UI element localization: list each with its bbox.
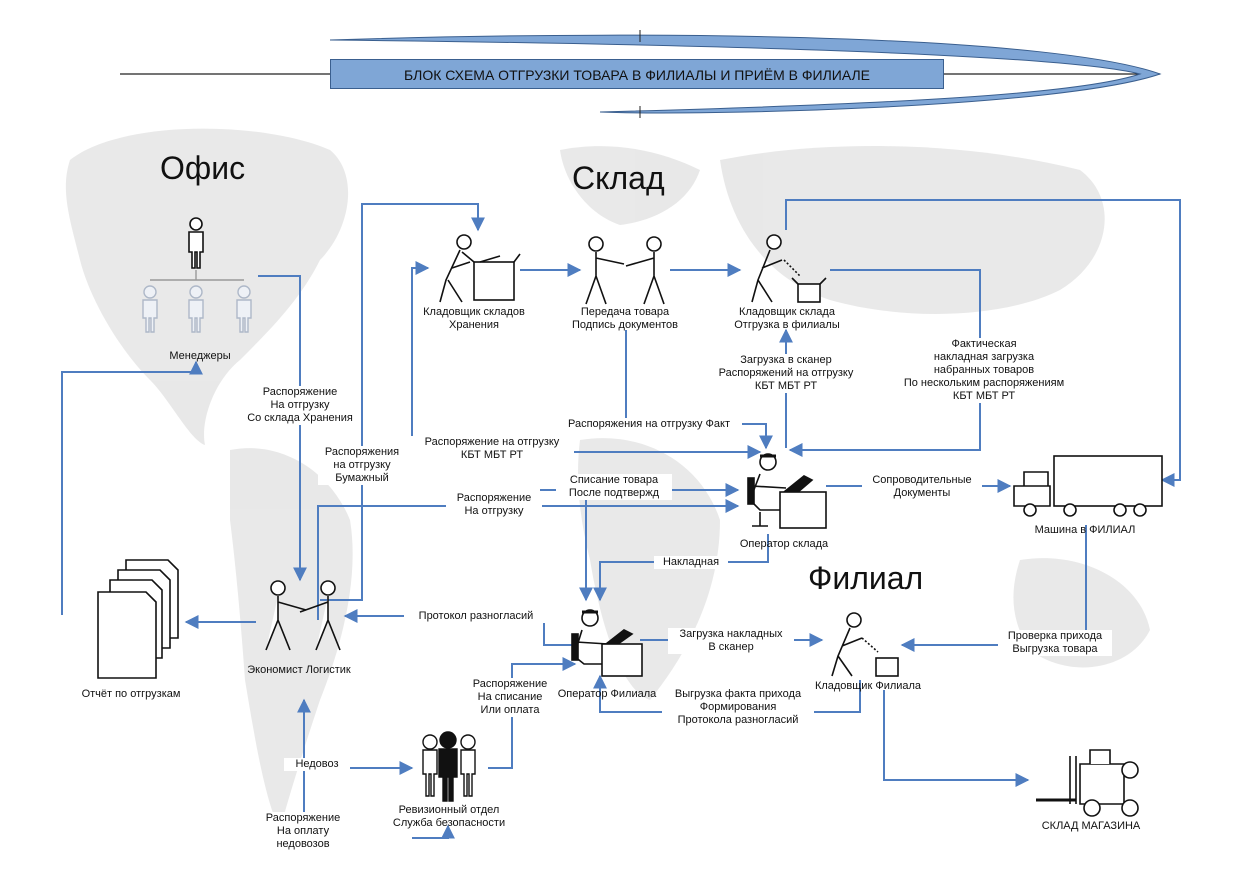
flow-invoices-to-scanner: Загрузка накладных В сканер <box>668 628 794 654</box>
flow-receipt-check: Проверка прихода Выгрузка товара <box>998 630 1112 656</box>
storekeeper-storage-label: Кладовщик складов Хранения <box>423 306 525 331</box>
flow-invoice: Накладная <box>654 556 728 569</box>
flow-scanner-load: Загрузка в сканер Распоряжений на отгруз… <box>704 354 868 393</box>
flow-shortage: Недовоз <box>284 758 350 771</box>
section-branch: Филиал <box>808 560 924 596</box>
flow-order-from-storage: Распоряжение На отгрузку Со склада Хране… <box>240 386 360 425</box>
handshake-icon <box>585 236 665 305</box>
economist-icon <box>265 580 341 651</box>
storekeeper-shipping-label: Кладовщик склада Отгрузка в филиалы <box>734 306 840 331</box>
storekeeper-storage-icon <box>439 234 521 303</box>
section-warehouse: Склад <box>572 160 665 196</box>
flow-receipt-upload: Выгрузка факта прихода Формирования Прот… <box>662 688 814 727</box>
report-label: Отчёт по отгрузкам <box>81 688 181 700</box>
diagram-title: БЛОК СХЕМА ОТГРУЗКИ ТОВАРА В ФИЛИАЛЫ И П… <box>330 59 944 89</box>
world-map-background <box>65 128 1150 830</box>
person-icon <box>188 217 204 269</box>
managers-icon <box>142 270 252 333</box>
forklift-icon <box>1036 749 1139 817</box>
truck-icon <box>1013 455 1163 517</box>
flow-discrepancy-protocol: Протокол разногласий <box>404 610 548 623</box>
flow-order-ship: Распоряжение На отгрузку <box>446 492 542 518</box>
economist-label: Экономист Логистик <box>247 664 351 676</box>
warehouse-operator-icon <box>747 453 827 529</box>
managers-label: Менеджеры <box>169 350 231 362</box>
flow-accompanying-docs: Сопроводительные Документы <box>862 474 982 500</box>
truck-label: Машина в ФИЛИАЛ <box>1034 524 1136 536</box>
branch-storekeeper-icon <box>831 612 899 677</box>
audit-label: Ревизионный отдел Служба безопасности <box>392 804 506 829</box>
flow-actual-invoice: Фактическая накладная загрузка набранных… <box>892 338 1076 403</box>
flow-pay-shortage: Распоряжение На оплату недовозов <box>256 812 350 851</box>
flow-order-kbt: Распоряжение на отгрузку КБТ МБТ РТ <box>410 436 574 462</box>
section-office: Офис <box>160 150 246 186</box>
warehouse-operator-label: Оператор склада <box>739 538 829 550</box>
flow-paper-orders: Распоряжения на отгрузку Бумажный <box>318 446 406 485</box>
transfer-label: Передача товара Подпись документов <box>571 306 679 331</box>
branch-operator-label: Оператор Филиала <box>557 688 657 700</box>
storekeeper-scanner-icon <box>751 234 827 303</box>
flow-order-fact: Распоряжения на отгрузку Факт <box>556 418 742 431</box>
flow-writeoff-or-pay: Распоряжение На списание Или оплата <box>466 678 554 717</box>
branch-operator-icon <box>571 609 643 677</box>
audit-group-icon <box>422 731 476 802</box>
branch-storekeeper-label: Кладовщик Филиала <box>814 680 922 692</box>
documents-icon <box>97 559 179 679</box>
store-warehouse-label: СКЛАД МАГАЗИНА <box>1041 820 1141 832</box>
flow-write-off: Списание товара После подтвержд <box>556 474 672 500</box>
